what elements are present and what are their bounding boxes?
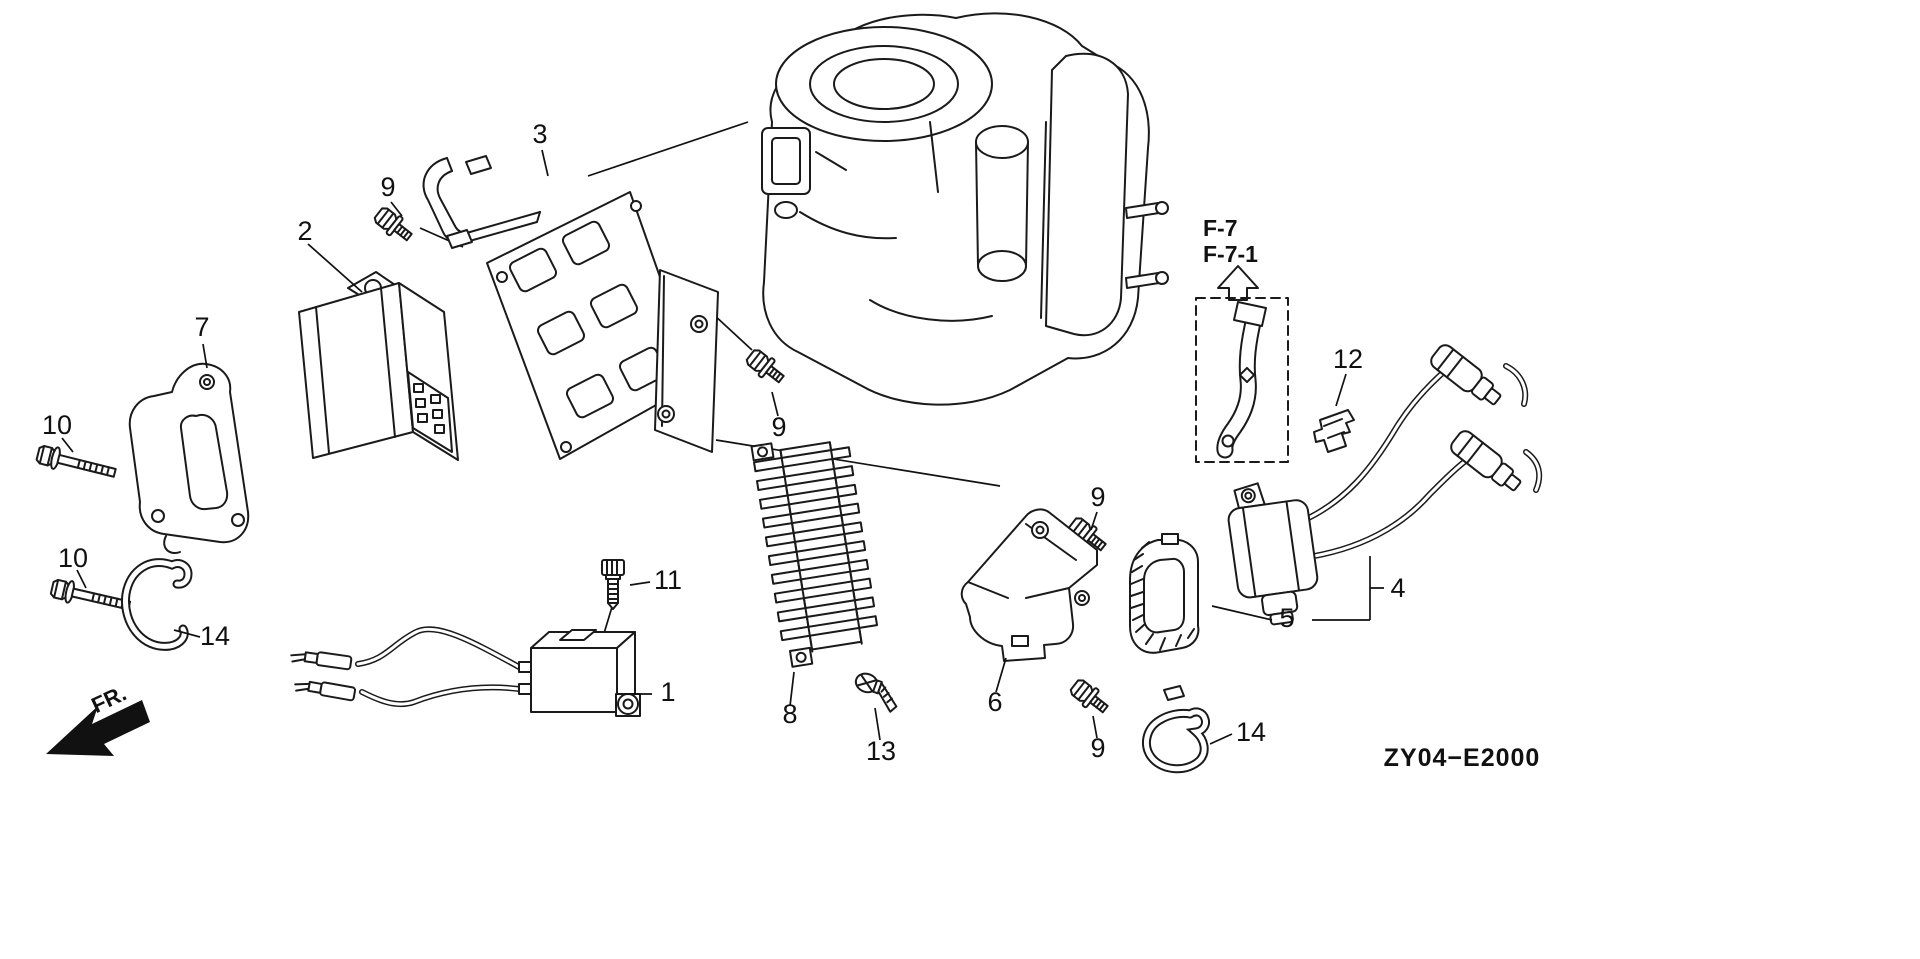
- ignition-coil-body: [1227, 482, 1319, 626]
- flange-bolt-top: [370, 203, 417, 247]
- pulser-coil-assembly: [290, 626, 641, 717]
- callout-4: 4: [1390, 573, 1405, 603]
- callout-8: 8: [782, 699, 797, 729]
- callout-14-left: 14: [200, 621, 230, 651]
- callout-5: 5: [1279, 603, 1294, 633]
- lead-terminal-lower: [294, 680, 357, 702]
- callout-10-upper: 10: [42, 410, 72, 440]
- callout-3: 3: [532, 119, 547, 149]
- side-bracket: [128, 362, 250, 554]
- flange-bolt-bracket-bottom: [1066, 675, 1113, 719]
- callout-9-top: 9: [380, 172, 395, 202]
- lead-terminal-upper: [290, 651, 353, 671]
- rectifier-regulator: [750, 441, 879, 668]
- wire-clip-right: [1141, 685, 1210, 774]
- flange-bolt-plate: [742, 345, 789, 389]
- engine-mounting-studs: [1125, 201, 1169, 289]
- callout-14-right: 14: [1236, 717, 1266, 747]
- callout-9-bracket-bottom: 9: [1090, 733, 1105, 763]
- callout-10-lower: 10: [58, 543, 88, 573]
- diagram-code: ZY04−E2000: [1384, 744, 1541, 772]
- callout-6: 6: [987, 687, 1002, 717]
- up-arrow-icon: [1217, 265, 1259, 301]
- ref-label-f7: F-7: [1203, 215, 1238, 241]
- wire-clip-left: [121, 558, 193, 651]
- pan-screw: [601, 559, 625, 610]
- callout-7: 7: [194, 312, 209, 342]
- tapping-screw: [854, 672, 898, 713]
- callout-11: 11: [654, 565, 682, 595]
- coil-bracket: [960, 508, 1098, 662]
- leader-lines: [61, 149, 1347, 745]
- stay-strap: [1216, 301, 1267, 459]
- stay-plate-bracket: [422, 155, 719, 460]
- long-bolt-lower: [48, 576, 133, 618]
- callout-9-bracket-top: 9: [1090, 482, 1105, 512]
- dashed-detail-box: [1195, 297, 1289, 463]
- reference-detail: F-7 F-7-1: [1195, 215, 1289, 463]
- cdi-unit: [298, 271, 459, 461]
- callout-1: 1: [660, 677, 675, 707]
- ignition-coil-assembly: [1227, 341, 1543, 626]
- front-direction-marker: FR.: [46, 680, 150, 756]
- callouts: 1 2 3 4 5 6 7 8 9 9 9 9 10 10 11 12 13 1…: [42, 119, 1406, 766]
- callout-13: 13: [866, 736, 896, 766]
- ref-label-f7-1: F-7-1: [1203, 241, 1258, 267]
- callout-12: 12: [1333, 344, 1363, 374]
- long-bolt-upper: [34, 442, 119, 485]
- callout-9-plate: 9: [771, 412, 786, 442]
- engine-block: [761, 12, 1169, 406]
- wire-holder-clip: [1313, 409, 1355, 453]
- fr-arrow-icon: [46, 700, 150, 756]
- callout-2: 2: [297, 216, 312, 246]
- coil-holder: [1129, 533, 1200, 654]
